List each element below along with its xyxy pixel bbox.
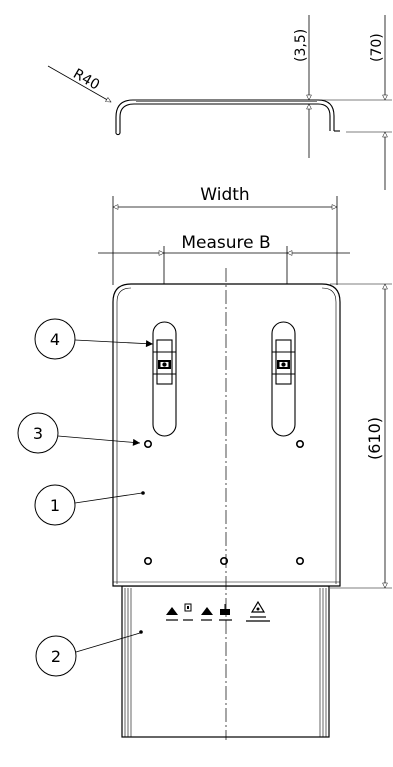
- marking-text-lines: [166, 616, 270, 622]
- radius-leader: [47, 65, 111, 103]
- measure-b-label: Measure B: [181, 233, 270, 253]
- screw-icon: [295, 439, 304, 448]
- profile-outline: [115, 99, 335, 132]
- main-panel-outline: [112, 283, 341, 587]
- left-slot: [152, 321, 177, 437]
- right-slot: [271, 321, 296, 437]
- height-label: (70): [369, 33, 385, 62]
- screw-icon: [220, 556, 229, 565]
- callout-4-label: 4: [50, 330, 60, 349]
- screw-icon: [144, 439, 153, 448]
- callout-3: [17, 412, 141, 454]
- callout-2: [35, 630, 143, 677]
- callout-3-label: 3: [33, 424, 43, 443]
- radius-label: R40: [70, 66, 102, 94]
- callout-2-label: 2: [51, 647, 61, 666]
- warning-icon: [166, 607, 178, 615]
- main-panel-inner-right: [321, 287, 337, 584]
- screw-icon: [144, 556, 153, 565]
- callout-1-label: 1: [50, 496, 60, 515]
- callout-1: [34, 484, 145, 526]
- width-dimension: [113, 196, 337, 285]
- callout-4: [34, 318, 154, 360]
- load-icon: [220, 604, 230, 615]
- caution-icon: [201, 607, 213, 615]
- width-label: Width: [200, 185, 249, 205]
- thickness-label: (3,5): [293, 29, 309, 62]
- screws: [144, 439, 304, 565]
- marking-symbols: [166, 600, 270, 622]
- recycle-icon: [250, 600, 266, 613]
- manual-icon: [184, 603, 192, 612]
- length-dimension: [330, 284, 392, 588]
- lower-panel: [121, 585, 330, 738]
- thickness-dimension: [300, 15, 392, 158]
- length-label: (610): [365, 417, 384, 460]
- main-panel: [112, 283, 341, 587]
- profile-section: [115, 99, 340, 136]
- profile-inner-line: [119, 103, 331, 133]
- height-dimension: [346, 15, 392, 190]
- screw-icon: [295, 556, 304, 565]
- radius-callout: R40: [47, 65, 111, 103]
- main-panel-inner-left: [116, 287, 132, 584]
